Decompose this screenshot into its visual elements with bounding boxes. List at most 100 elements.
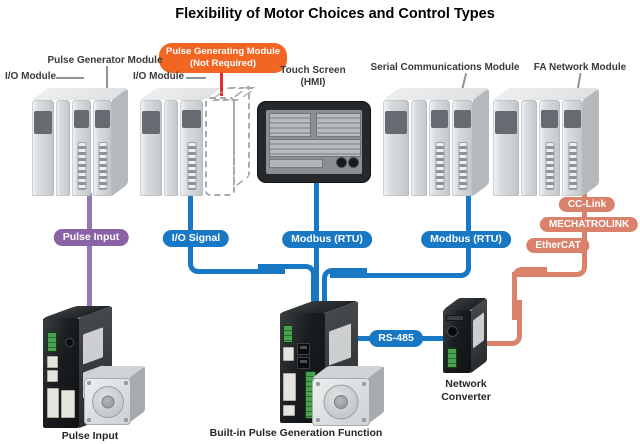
pulse-generating-module-badge: Pulse Generating Module (Not Required) bbox=[158, 43, 288, 73]
fa-network-line-3 bbox=[487, 300, 522, 346]
fa-network-line bbox=[512, 190, 587, 277]
blank-module bbox=[56, 100, 70, 196]
label-io-module-1: I/O Module bbox=[5, 71, 57, 82]
fa-network-module bbox=[562, 100, 583, 196]
driver2-connector-a bbox=[283, 347, 294, 361]
label-hmi: (HMI) bbox=[300, 77, 326, 88]
blank-module bbox=[521, 100, 537, 196]
plc4-top-face bbox=[493, 88, 599, 100]
driver1-front bbox=[43, 318, 79, 428]
plc4-side-face bbox=[583, 87, 599, 196]
pulse-input-badge: Pulse Input bbox=[53, 229, 129, 246]
motor1-face bbox=[84, 378, 131, 425]
mechatrolink-badge: MECHATROLINK bbox=[539, 217, 639, 232]
label-builtin-pulse-system: Built-in Pulse Generation Function bbox=[209, 427, 383, 439]
blank-module bbox=[164, 100, 178, 196]
motor2-shaft bbox=[334, 395, 348, 409]
driver-pulse-input bbox=[43, 305, 119, 428]
label-network-converter-2: Converter bbox=[441, 391, 491, 403]
pointer-line-pulse-generator bbox=[106, 66, 108, 92]
pulse-generator-module bbox=[93, 100, 112, 196]
modbus-rtu-badge-hmi: Modbus (RTU) bbox=[282, 231, 372, 248]
converter-side-face bbox=[471, 297, 487, 373]
blank-module bbox=[411, 100, 427, 196]
io-signal-line-2 bbox=[258, 264, 316, 317]
diagram-title: Flexibility of Motor Choices and Control… bbox=[175, 6, 495, 22]
stepper-motor-center bbox=[312, 365, 384, 426]
driver2-green-connector bbox=[283, 325, 293, 343]
driver2-rj45-port-2 bbox=[297, 357, 310, 369]
modbus-rtu-badge-serial: Modbus (RTU) bbox=[421, 231, 511, 248]
io-module bbox=[72, 100, 91, 196]
pulse-input-line bbox=[87, 193, 92, 315]
dashed-pulse-module-front bbox=[205, 97, 235, 196]
cpu-module bbox=[383, 100, 409, 196]
converter-green-terminal bbox=[447, 348, 457, 368]
fa-network-line-2 bbox=[512, 267, 547, 320]
driver1-connector-b bbox=[47, 370, 58, 382]
touch-screen-hmi bbox=[257, 101, 371, 183]
badge-line1: Pulse Generating Module bbox=[165, 46, 281, 57]
motor1-flange-ring bbox=[91, 385, 124, 418]
label-network-converter-1: Network bbox=[445, 378, 487, 390]
dashed-pulse-module-side bbox=[233, 84, 250, 189]
plc1-front bbox=[32, 100, 112, 196]
driver-builtin-pulse bbox=[280, 300, 358, 423]
pointer-line-io-module-2 bbox=[186, 77, 206, 79]
rs485-badge: RS-485 bbox=[369, 330, 423, 347]
plc-group-fa-network bbox=[493, 87, 599, 196]
driver2-connector-b bbox=[283, 373, 296, 401]
plc1-side-face bbox=[112, 87, 128, 196]
driver1-connector-a bbox=[47, 356, 58, 368]
hmi-button-2 bbox=[348, 157, 359, 168]
driver1-green-connector bbox=[47, 332, 57, 352]
hmi-table-left bbox=[269, 113, 311, 137]
hmi-button-1 bbox=[336, 157, 347, 168]
cpu-module bbox=[32, 100, 54, 196]
cc-link-badge: CC-Link bbox=[558, 197, 616, 212]
driver1-knob bbox=[65, 338, 74, 347]
converter-front bbox=[443, 310, 471, 373]
plc3-top-face bbox=[383, 88, 489, 100]
serial-modbus-line-2 bbox=[322, 268, 367, 317]
motor2-side-face bbox=[368, 365, 384, 424]
cpu-module bbox=[140, 100, 162, 196]
plc3-front bbox=[383, 100, 473, 196]
hmi-table-right bbox=[316, 113, 361, 137]
hmi-screen bbox=[266, 110, 362, 174]
driver2-connector-c bbox=[283, 405, 295, 416]
io-module bbox=[180, 100, 203, 196]
label-io-module-2: I/O Module bbox=[133, 71, 185, 82]
label-pulse-input-system: Pulse Input bbox=[61, 430, 119, 442]
driver1-connector-d bbox=[61, 390, 75, 418]
label-serial-comm-module: Serial Communications Module bbox=[370, 62, 520, 73]
converter-knob bbox=[447, 326, 458, 337]
io-signal-badge: I/O Signal bbox=[162, 230, 230, 247]
label-pulse-generator-module: Pulse Generator Module bbox=[47, 55, 163, 66]
red-pointer-line bbox=[220, 69, 223, 96]
serial-communications-module bbox=[452, 100, 473, 196]
driver2-front bbox=[280, 313, 325, 423]
driver1-connector-c bbox=[47, 388, 59, 418]
stepper-motor-left bbox=[84, 365, 145, 425]
converter-side-label bbox=[473, 312, 484, 349]
motor1-shaft bbox=[101, 395, 114, 408]
driver1-side-label-1 bbox=[83, 327, 103, 365]
motor1-side-face bbox=[129, 365, 145, 423]
driver2-rj45-port-1 bbox=[297, 343, 310, 355]
plc-group-serial bbox=[383, 87, 489, 196]
io-module bbox=[429, 100, 450, 196]
plc-group-io bbox=[140, 88, 221, 196]
network-converter bbox=[443, 297, 487, 373]
ethercat-badge: EtherCAT bbox=[526, 238, 590, 253]
label-fa-network-module: FA Network Module bbox=[533, 62, 627, 73]
plc-group-pulse-generator bbox=[32, 87, 128, 196]
driver2-side-label-1 bbox=[329, 323, 351, 366]
hmi-status-bar bbox=[269, 159, 323, 168]
plc4-front bbox=[493, 100, 583, 196]
io-module bbox=[539, 100, 560, 196]
label-touch-screen: Touch Screen bbox=[280, 65, 346, 76]
plc2-front bbox=[140, 100, 205, 196]
badge-line2: (Not Required) bbox=[190, 57, 256, 69]
